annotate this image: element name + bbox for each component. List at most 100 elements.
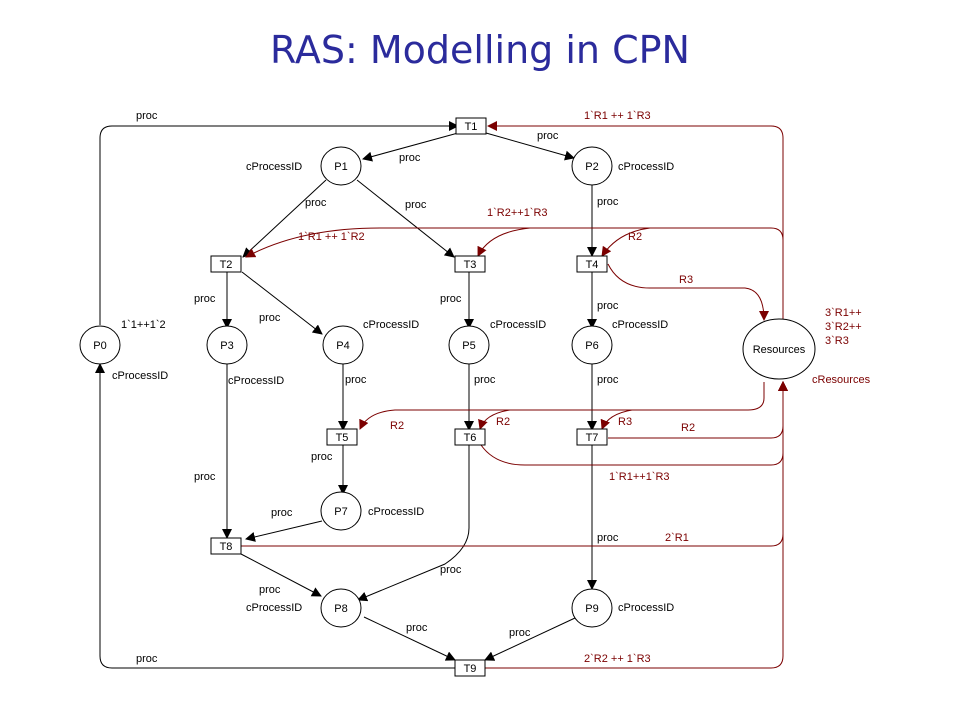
label-t7-p9: proc	[597, 532, 619, 544]
arc-t8-p8	[240, 553, 322, 597]
arc-res-t2	[245, 227, 784, 327]
label-p2-t4: proc	[597, 196, 619, 208]
resource-arc-labels: 1`R1 ++ 1`R3 1`R2++1`R3 1`R1 ++ 1`R2 R2 …	[298, 110, 695, 665]
label-t9-out: 2`R2 ++ 1`R3	[584, 653, 651, 665]
transition-t3-label: T3	[464, 259, 477, 271]
resource-arcs	[241, 121, 788, 669]
transition-t6	[454, 428, 486, 446]
transition-t4	[576, 255, 608, 273]
arc-p1-t3	[356, 179, 455, 258]
label-t5-p7: proc	[311, 451, 333, 463]
arc-res-t4	[601, 227, 651, 257]
place-p3-label: P3	[220, 340, 233, 352]
arc-res-t7	[600, 409, 633, 430]
arc-t1-p2	[485, 132, 575, 161]
place-annotations: 1`1++1`2 cProcessID cProcessID cProcessI…	[112, 161, 674, 614]
transition-t2	[210, 255, 242, 273]
transition-t2-label: T2	[220, 259, 233, 271]
label-t4-out: R3	[679, 274, 693, 286]
process-arc-labels: proc proc proc proc proc proc proc proc …	[136, 110, 619, 665]
label-p5-t6: proc	[474, 374, 496, 386]
place-p8	[320, 588, 362, 628]
resources-init-marking-1: 3`R1++	[825, 307, 862, 319]
label-t2-p3: proc	[194, 293, 216, 305]
arc-p9-t9	[484, 617, 576, 661]
arc-p0-t1	[99, 121, 459, 325]
p5-color-set: cProcessID	[490, 319, 546, 331]
place-p4	[322, 325, 364, 365]
label-p3-t8: proc	[194, 471, 216, 483]
place-p6	[571, 325, 613, 365]
label-t4-p6: proc	[597, 300, 619, 312]
place-p4-label: P4	[336, 340, 349, 352]
p7-color-set: cProcessID	[368, 506, 424, 518]
place-p2-label: P2	[585, 161, 598, 173]
place-p9-label: P9	[585, 603, 598, 615]
label-t7-out: R2	[681, 422, 695, 434]
resources-init-marking-2: 3`R2++	[825, 321, 862, 333]
arc-p1-t2	[242, 179, 327, 258]
p2-color-set: cProcessID	[618, 161, 674, 173]
label-t8-p8: proc	[259, 584, 281, 596]
resources-annotations: 3`R1++ 3`R2++ 3`R3 cResources	[812, 307, 871, 386]
label-t1-res: 1`R1 ++ 1`R3	[584, 110, 651, 122]
transition-t9-label: T9	[464, 663, 477, 675]
arc-t9-p0	[95, 363, 455, 669]
p6-color-set: cProcessID	[612, 319, 668, 331]
transition-t3	[454, 255, 486, 273]
place-p0-label: P0	[93, 340, 106, 352]
arc-t1-p1	[362, 132, 459, 162]
p3-color-set: cProcessID	[228, 375, 284, 387]
label-t6-p8: proc	[440, 564, 462, 576]
p4-color-set: cProcessID	[363, 319, 419, 331]
label-t9-p0: proc	[136, 653, 158, 665]
p1-color-set: cProcessID	[246, 161, 302, 173]
label-t2-p4: proc	[259, 312, 281, 324]
transition-t5	[326, 428, 358, 446]
place-p8-label: P8	[334, 603, 347, 615]
place-p7-label: P7	[334, 506, 347, 518]
place-p1	[320, 146, 362, 186]
arc-res-t1	[487, 121, 784, 327]
arc-res-t6	[478, 409, 511, 430]
label-t2-res: 1`R1 ++ 1`R2	[298, 231, 365, 243]
label-p9-t9: proc	[509, 627, 531, 639]
label-p8-t9: proc	[406, 622, 428, 634]
arc-t9-res	[485, 381, 788, 669]
arc-p8-t9	[363, 616, 456, 661]
arc-t6-res	[480, 381, 788, 466]
label-p1-t2: proc	[305, 197, 327, 209]
resources-color-set: cResources	[812, 374, 871, 386]
process-arcs	[95, 121, 597, 669]
label-p6-t7: proc	[597, 374, 619, 386]
label-t7-in: R3	[618, 416, 632, 428]
place-p9	[571, 588, 613, 628]
label-p0-t1: proc	[136, 110, 158, 122]
label-t6-in: R2	[496, 416, 510, 428]
place-p3	[206, 325, 248, 365]
place-resources-label: Resources	[753, 344, 806, 356]
place-p1-label: P1	[334, 161, 347, 173]
arc-res-t5	[359, 382, 765, 430]
p9-color-set: cProcessID	[618, 602, 674, 614]
p0-init-marking: 1`1++1`2	[121, 319, 166, 331]
arc-t2-p4	[241, 271, 323, 335]
place-resources	[742, 318, 816, 380]
transition-t1	[455, 117, 487, 135]
node-labels: P0 P1 P2 P3 P4 P5 P6 P7 P8 P9 Resources …	[93, 121, 806, 675]
p8-color-set: cProcessID	[246, 602, 302, 614]
label-p1-t3: proc	[405, 199, 427, 211]
transition-t6-label: T6	[464, 432, 477, 444]
places	[79, 146, 816, 628]
transitions	[210, 117, 608, 677]
arc-p7-t8	[245, 520, 323, 542]
place-p0	[79, 325, 121, 365]
place-p5	[448, 325, 490, 365]
label-t3-p5: proc	[440, 293, 462, 305]
arc-t4-res	[607, 263, 769, 321]
transition-t7	[576, 428, 608, 446]
label-p4-t5: proc	[345, 374, 367, 386]
label-t6-out: 1`R1++1`R3	[609, 471, 670, 483]
transition-t5-label: T5	[336, 432, 349, 444]
place-p6-label: P6	[585, 340, 598, 352]
